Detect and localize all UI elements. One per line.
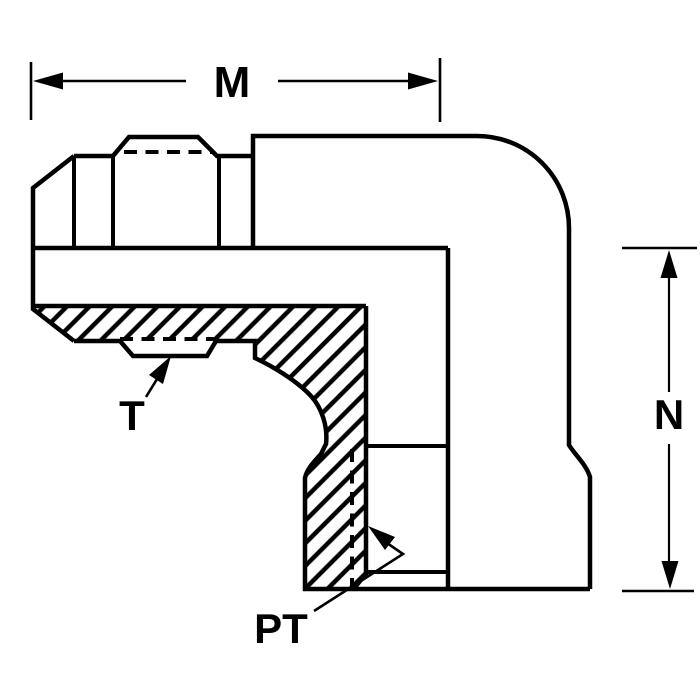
- pt-arrowhead: [368, 526, 395, 550]
- n-arrowhead-up: [660, 250, 678, 278]
- dimension-label-n: N: [654, 391, 684, 438]
- section-hatch-region: [33, 306, 366, 590]
- dimension-m: M: [29, 58, 442, 122]
- n-arrowhead-down: [661, 561, 679, 589]
- callout-t: T: [119, 356, 171, 439]
- hex-nut-outline: [74, 134, 253, 159]
- elbow-body-outline: [250, 133, 593, 589]
- callout-pt: PT: [254, 526, 406, 652]
- m-arrowhead-left: [33, 72, 63, 90]
- dimension-n: N: [622, 246, 697, 593]
- section-outer-profile: [74, 338, 590, 592]
- callout-label-pt: PT: [254, 605, 308, 652]
- m-arrowhead-right: [408, 72, 438, 90]
- dimension-label-m: M: [214, 58, 251, 107]
- callout-label-t: T: [119, 392, 145, 439]
- pt-leader-line: [313, 539, 406, 613]
- t-arrowhead: [149, 356, 171, 384]
